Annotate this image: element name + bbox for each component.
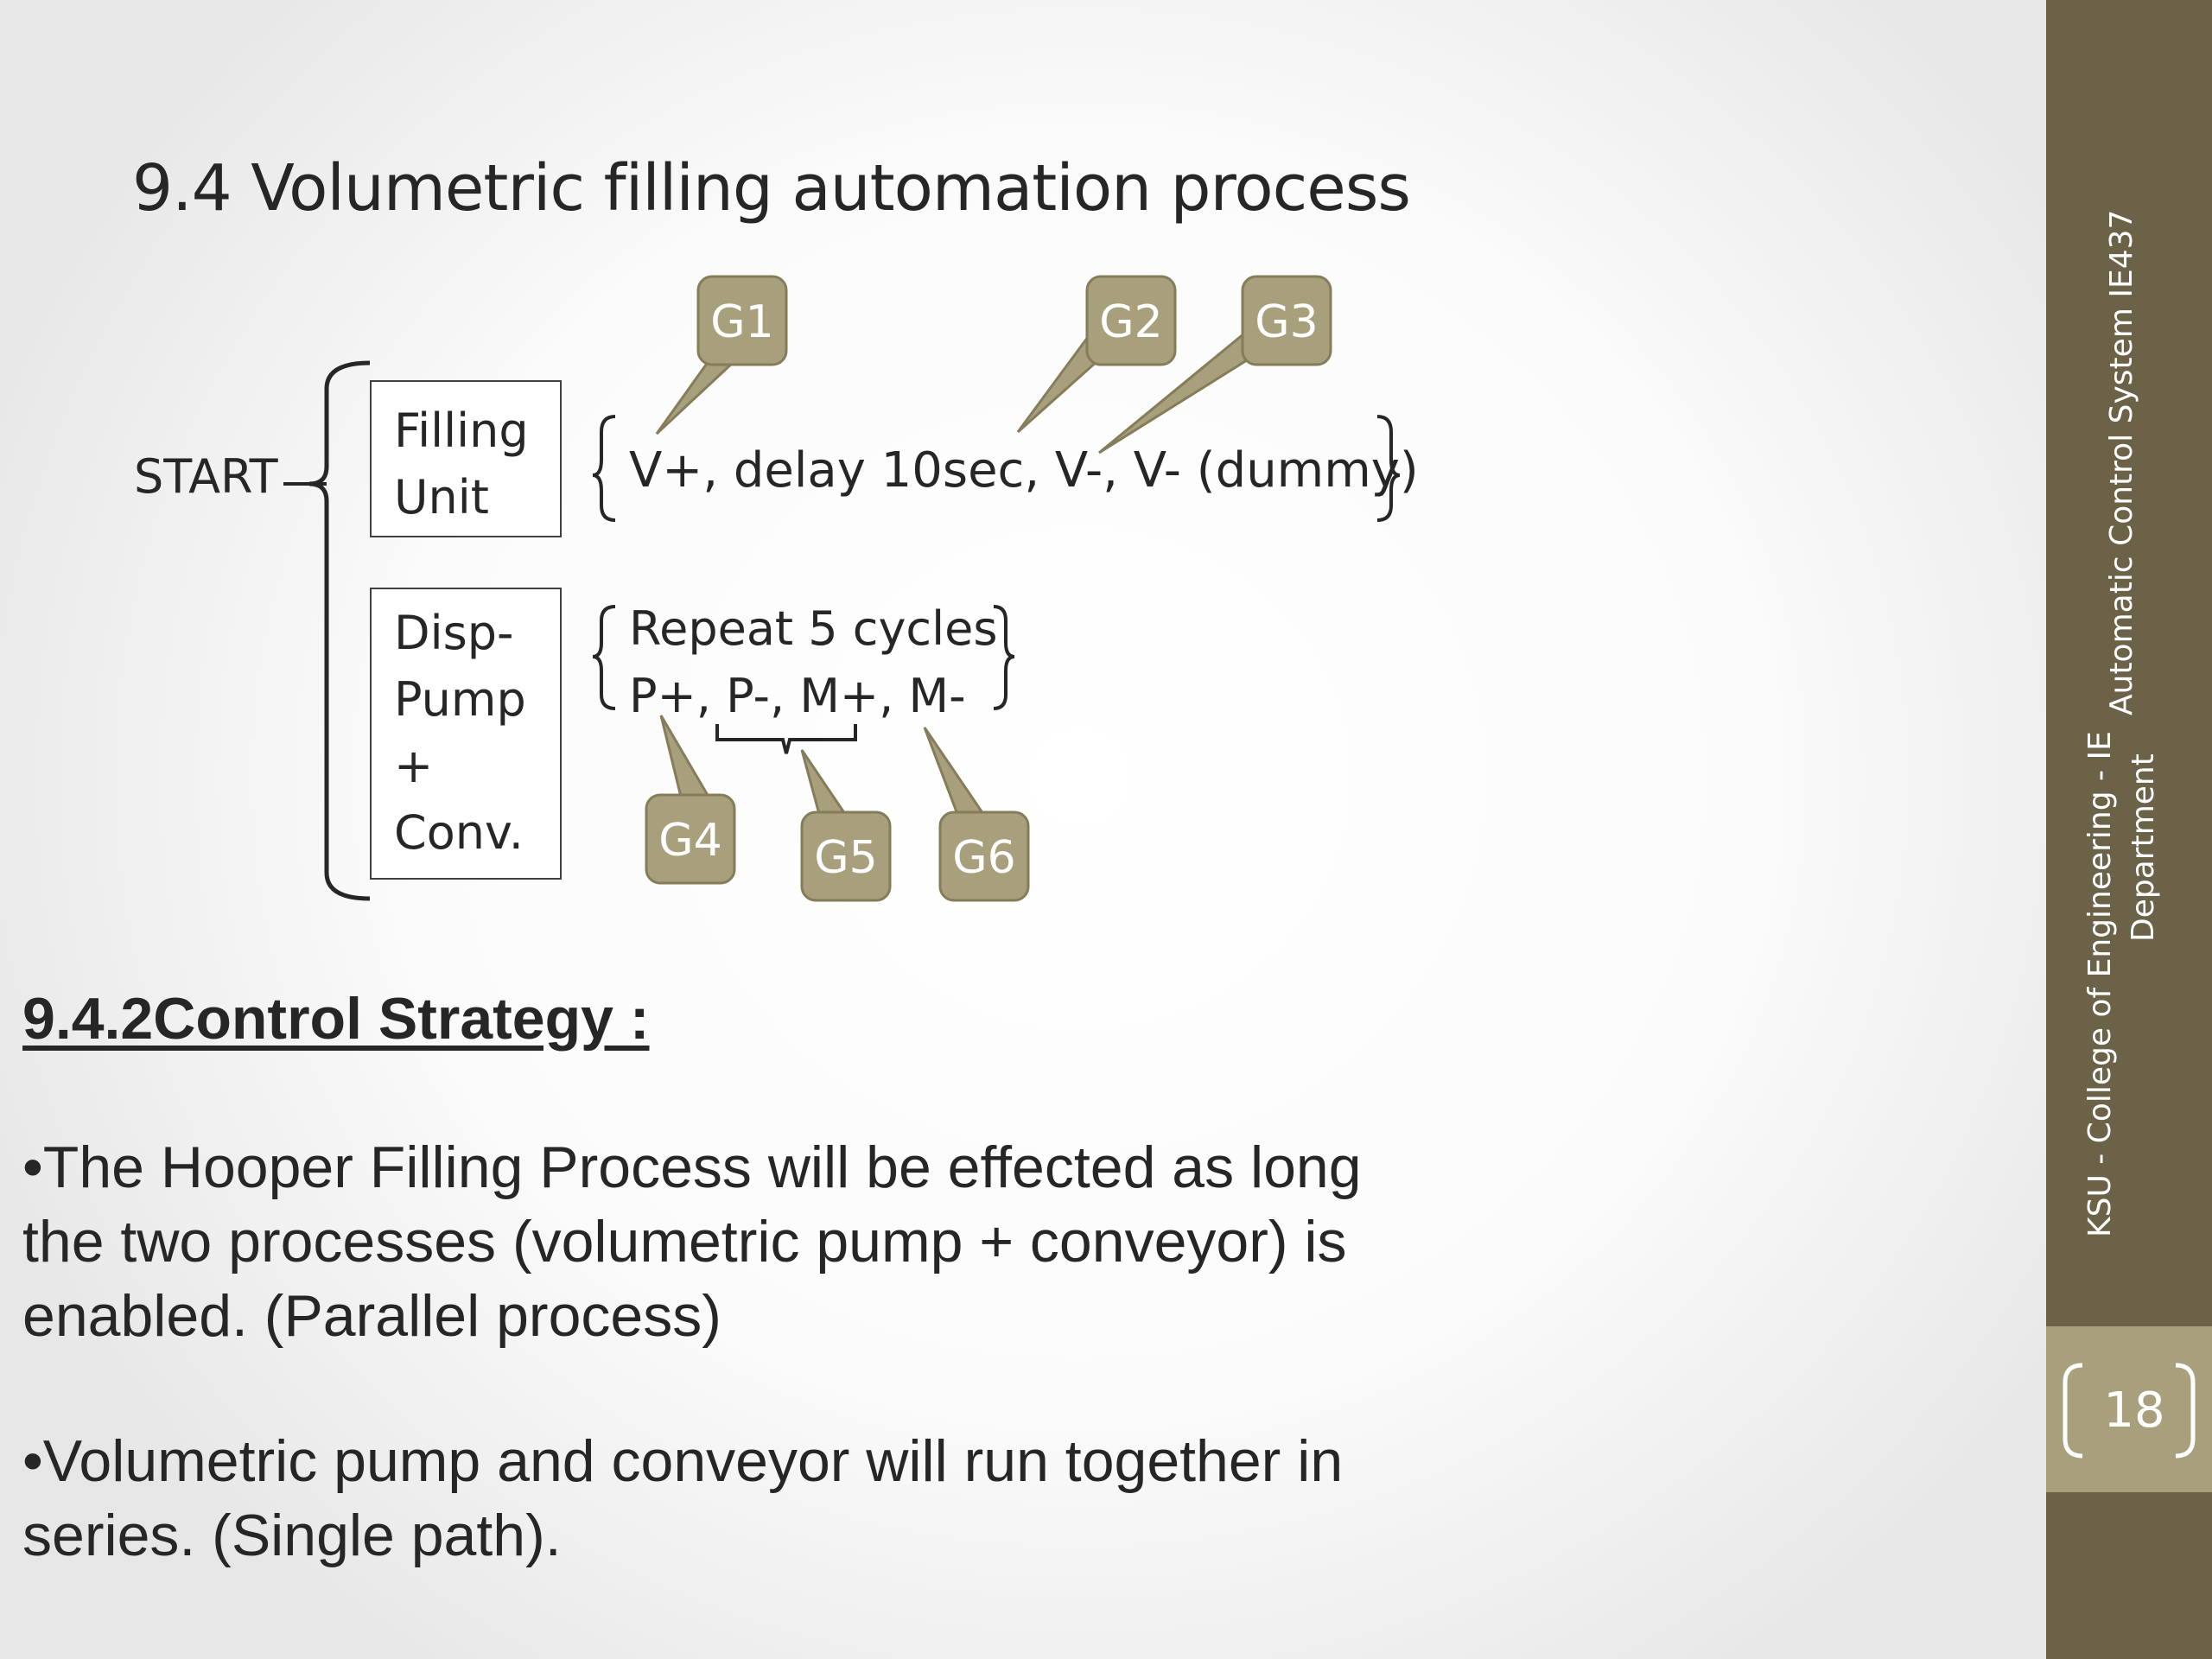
repeat-text: Repeat 5 cycles: [629, 601, 998, 656]
callout-box-g2: [1085, 275, 1177, 366]
section-heading: 9.4.2Control Strategy :: [22, 986, 650, 1052]
page-number-brackets: [2063, 1363, 2196, 1459]
filling-unit-line1: Filling: [394, 404, 529, 458]
callout-label-g6: G6: [952, 832, 1015, 884]
pump-brace-right: [993, 605, 1015, 710]
callout-label-g5: G5: [814, 832, 877, 884]
callout-tail-g6: [923, 727, 986, 816]
callout-tail-g5: [800, 749, 848, 816]
callout-box-g1: [696, 275, 788, 366]
pump-sequence: P+, P-, M+, M-: [629, 669, 966, 723]
callout-box-g3: [1241, 275, 1332, 366]
disp-box-line3: +: [394, 739, 434, 793]
main-brace: [308, 360, 371, 901]
callout-box-g4: [645, 793, 736, 885]
page-number: 18: [2103, 1382, 2165, 1439]
callout-label-g1: G1: [710, 296, 773, 348]
disp-box-line2: Pump: [394, 672, 526, 727]
callout-label-g3: G3: [1255, 296, 1318, 348]
pump-brace-left: [592, 605, 616, 710]
callout-box-g5: [800, 810, 892, 902]
page-number-block: [2046, 1326, 2212, 1492]
course-title-vertical: Automatic Control System IE437: [2104, 209, 2139, 715]
filling-brace-right: [1376, 415, 1401, 522]
filling-unit-box: Filling Unit: [370, 380, 562, 537]
filling-sequence: V+, delay 10sec, V-, V- (dummy): [629, 442, 1419, 499]
disp-box-line1: Disp-: [394, 606, 514, 660]
start-label: START: [134, 449, 278, 504]
disp-pump-conv-box: Disp- Pump + Conv.: [370, 588, 562, 880]
process-diagram: G1 G2 G3 G4 G5 G6: [283, 275, 1401, 902]
filling-brace-left: [592, 415, 616, 522]
department-vertical: Department: [2126, 753, 2161, 942]
callout-tail-g4: [659, 715, 711, 798]
bullet-series: •Volumetric pump and conveyor will run t…: [22, 1428, 1344, 1568]
callout-label-g4: G4: [658, 815, 721, 867]
callout-tail-g1: [655, 359, 738, 435]
p-m-underbrace: [715, 724, 857, 754]
disp-box-line4: Conv.: [394, 805, 524, 860]
college-name-vertical: KSU - College of Engineering - IE: [2082, 731, 2118, 1237]
slide-title: 9.4 Volumetric filling automation proces…: [132, 151, 1411, 226]
callout-box-g6: [938, 810, 1030, 902]
filling-unit-line2: Unit: [394, 470, 489, 524]
callout-label-g2: G2: [1099, 296, 1162, 348]
bullet-parallel: •The Hooper Filling Process will be effe…: [22, 1135, 1362, 1349]
